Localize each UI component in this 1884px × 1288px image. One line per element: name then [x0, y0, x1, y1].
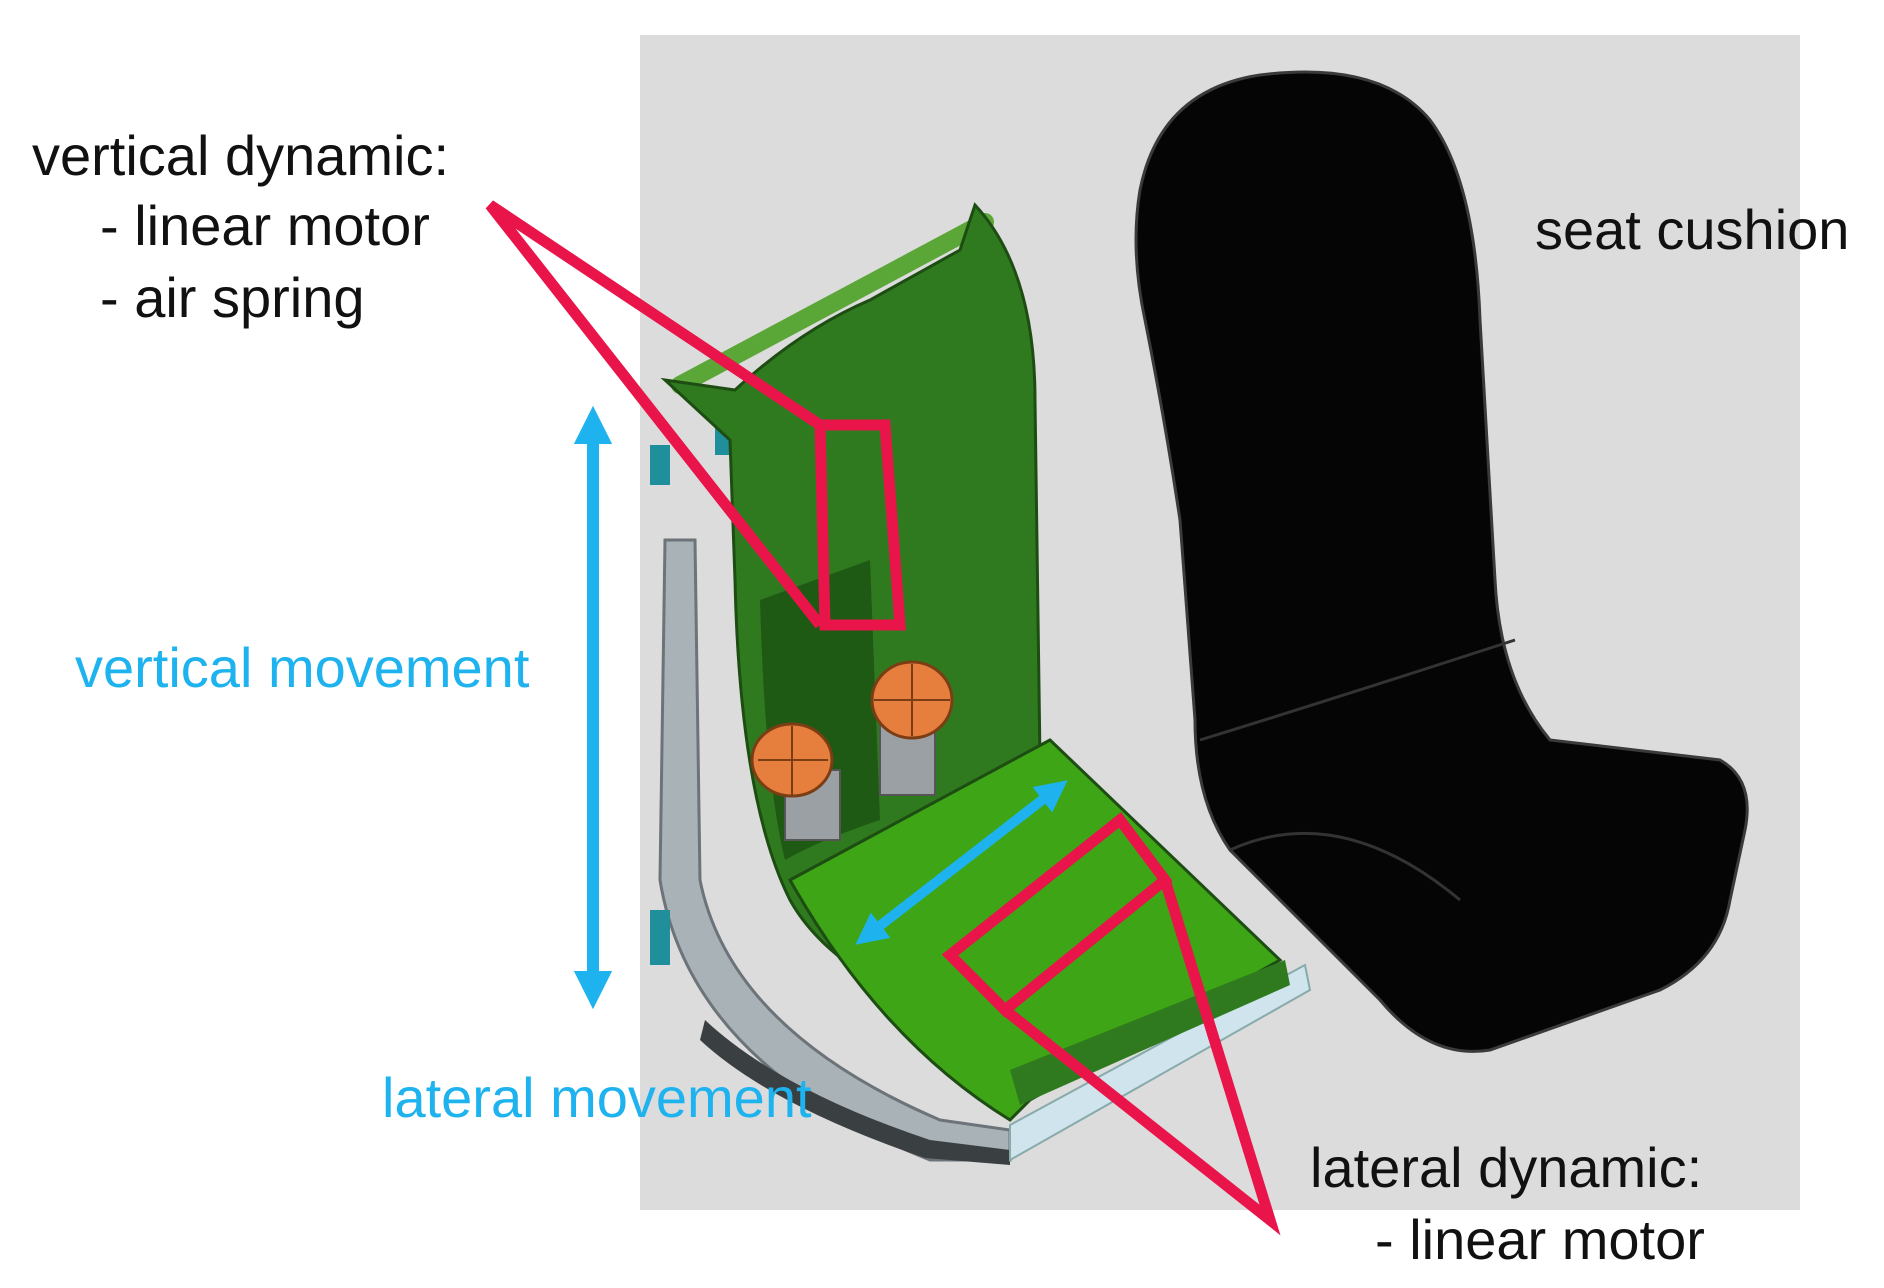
lateral-dynamic-item-linear-motor: - linear motor [1375, 1208, 1705, 1271]
vertical-movement-label: vertical movement [75, 636, 530, 699]
vertical-dynamic-heading: vertical dynamic: [32, 124, 450, 187]
handle-bar [671, 213, 994, 394]
seat-cushion [1134, 70, 1749, 1053]
lateral-movement-label: lateral movement [382, 1066, 812, 1129]
seat-base-frame [658, 538, 1312, 1165]
air-spring-left [750, 722, 841, 841]
vertical-dynamic-item-linear-motor: - linear motor [100, 194, 430, 257]
vertical-dynamic-item-air-spring: - air spring [100, 266, 365, 329]
seat-cushion-label: seat cushion [1535, 198, 1850, 261]
lateral-dynamic-heading: lateral dynamic: [1310, 1136, 1703, 1199]
lateral-movement-arrow [855, 780, 1068, 945]
air-spring-right [870, 660, 954, 796]
vertical-dynamic-highlight [485, 200, 906, 631]
